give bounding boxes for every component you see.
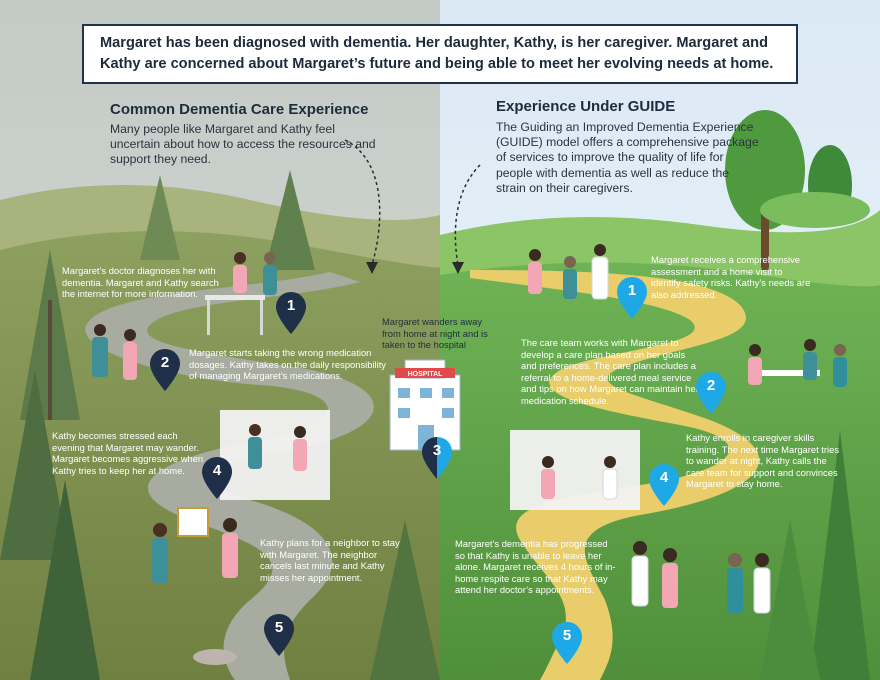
left-trees [0,170,440,680]
left-path [85,272,374,680]
pin-marker-icon [552,622,582,664]
left-step-2-text: Margaret starts taking the wrong medicat… [189,347,386,382]
left-step-4-text: Kathy becomes stressed each evening that… [52,430,204,476]
right-step-2-text: The care team works with Margaret to dev… [521,337,699,406]
right-step-5-number: 5 [562,627,572,644]
banner: Margaret has been diagnosed with dementi… [82,24,798,84]
right-intro: The Guiding an Improved Dementia Experie… [496,120,759,195]
step-3-number: 3 [432,442,442,459]
split-pin-marker-icon [422,437,452,479]
hospital-building: HOSPITAL [389,359,461,451]
left-step-2-pin: 2 [148,347,182,393]
pin-marker-icon [150,349,180,391]
pin-marker-icon [264,614,294,656]
left-step-2-number: 2 [160,354,170,371]
right-step-4-pin: 4 [647,462,681,508]
left-intro: Many people like Margaret and Kathy feel… [110,122,376,167]
left-arrow-head [366,262,378,274]
right-step-5-text: Margaret’s dementia has progressed so th… [455,538,616,596]
right-step-1-number: 1 [627,282,637,299]
left-heading: Common Dementia Care Experience [110,101,369,118]
pin-marker-icon [276,292,306,334]
right-step-4-text: Kathy enrolls in caregiver skills traini… [686,432,840,490]
pin-marker-icon [696,372,726,414]
left-step-1-number: 1 [286,297,296,314]
left-step-4-pin: 4 [200,455,234,501]
right-step-4-number: 4 [659,469,669,486]
right-step-2-number: 2 [706,377,716,394]
left-step-5-pin: 5 [262,612,296,658]
right-path [470,270,760,680]
right-heading: Experience Under GUIDE [496,98,676,115]
step-3-pin: 3 [420,435,454,481]
right-step-1-text: Margaret receives a comprehensive assess… [651,254,811,300]
right-step-1-pin: 1 [615,275,649,321]
left-scene-people [92,252,330,665]
pin-marker-icon [202,457,232,499]
right-step-2-pin: 2 [694,370,728,416]
left-step-1-text: Margaret’s doctor diagnoses her with dem… [62,265,219,300]
left-step-5-number: 5 [274,619,284,636]
left-dashed-arrow [344,139,381,266]
pin-marker-icon [649,464,679,506]
left-step-4-number: 4 [212,462,222,479]
right-scene-people [510,244,847,614]
left-step-3-text: Margaret wanders away from home at night… [382,316,488,351]
pin-marker-icon [617,277,647,319]
left-step-5-text: Kathy plans for a neighbor to stay with … [260,537,400,583]
right-step-5-pin: 5 [550,620,584,666]
hospital-sign: HOSPITAL [408,371,444,378]
banner-text: Margaret has been diagnosed with dementi… [100,35,774,72]
left-step-1-pin: 1 [274,290,308,336]
right-trees [725,110,870,680]
right-arrow-head [452,262,464,274]
